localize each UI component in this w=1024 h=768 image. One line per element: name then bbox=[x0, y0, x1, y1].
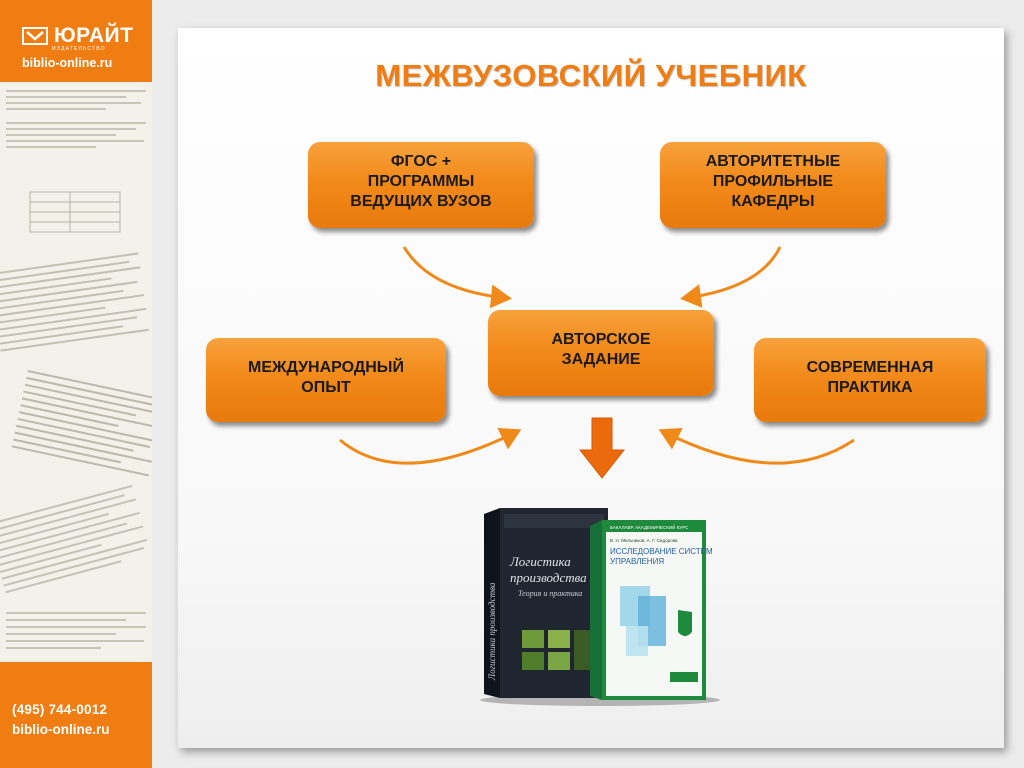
document-collage-background bbox=[0, 82, 152, 662]
box-departments-line-1: АВТОРИТЕТНЫЕ bbox=[705, 153, 841, 170]
book2-title-line-2: УПРАВЛЕНИЯ bbox=[610, 557, 664, 566]
book1-spine-title: Логистика производства bbox=[487, 582, 497, 681]
box-departments-line-2: ПРОФИЛЬНЫЕ bbox=[712, 173, 834, 190]
box-fgos-line-3: ВЕДУЩИХ ВУЗОВ bbox=[350, 193, 492, 210]
slide-title: МЕЖВУЗОВСКИЙ УЧЕБНИК bbox=[375, 58, 807, 93]
book2-shield-icon bbox=[678, 610, 692, 636]
box-international-line-2: ОПЫТ bbox=[301, 379, 351, 396]
textbooks-illustration: Логистика производства Теория и практика… bbox=[480, 508, 720, 706]
book1-title-line-2: производства bbox=[510, 570, 587, 585]
book1-subtitle: Теория и практика bbox=[518, 589, 582, 598]
logo-emblem-icon bbox=[22, 27, 48, 45]
website-link-top[interactable]: biblio-online.ru bbox=[22, 56, 113, 70]
book-systems-research: БАКАЛАВР. АКАДЕМИЧЕСКИЙ КУРС В. Н. Мельн… bbox=[590, 520, 713, 700]
box-fgos-programs: ФГОС + ПРОГРАММЫ ВЕДУЩИХ ВУЗОВ bbox=[308, 142, 534, 228]
box-author-task: АВТОРСКОЕ ЗАДАНИЕ bbox=[488, 310, 714, 396]
box-practice-line-1: СОВРЕМЕННАЯ bbox=[806, 359, 934, 376]
book2-title-line-1: ИССЛЕДОВАНИЕ СИСТЕМ bbox=[610, 547, 713, 556]
sidebar: ЮРАЙТ ИЗДАТЕЛЬСТВО biblio-online.ru (495… bbox=[0, 0, 152, 768]
box-departments-line-3: КАФЕДРЫ bbox=[731, 193, 815, 210]
logo-text: ЮРАЙТ bbox=[54, 24, 134, 47]
logo-subtitle: ИЗДАТЕЛЬСТВО bbox=[52, 46, 106, 52]
box-author-line-1: АВТОРСКОЕ bbox=[551, 331, 651, 348]
website-link-bottom[interactable]: biblio-online.ru bbox=[12, 722, 110, 737]
box-fgos-line-2: ПРОГРАММЫ bbox=[367, 173, 475, 190]
book-logistics: Логистика производства Теория и практика… bbox=[484, 508, 608, 698]
book2-authors: В. Н. Мельников, А. Г. Сидорова bbox=[610, 538, 678, 543]
box-fgos-line-1: ФГОС + bbox=[390, 153, 452, 170]
box-international-experience: МЕЖДУНАРОДНЫЙ ОПЫТ bbox=[206, 338, 446, 422]
box-international-line-1: МЕЖДУНАРОДНЫЙ bbox=[248, 359, 404, 376]
publisher-logo[interactable]: ЮРАЙТ bbox=[22, 22, 133, 50]
book2-series: БАКАЛАВР. АКАДЕМИЧЕСКИЙ КУРС bbox=[610, 523, 689, 530]
book1-title-line-1: Логистика bbox=[509, 554, 571, 569]
box-author-line-2: ЗАДАНИЕ bbox=[561, 351, 641, 368]
box-practice-line-2: ПРАКТИКА bbox=[827, 379, 913, 396]
phone-number: (495) 744-0012 bbox=[12, 702, 108, 717]
box-authoritative-departments: АВТОРИТЕТНЫЕ ПРОФИЛЬНЫЕ КАФЕДРЫ bbox=[660, 142, 886, 228]
box-modern-practice: СОВРЕМЕННАЯ ПРАКТИКА bbox=[754, 338, 986, 422]
